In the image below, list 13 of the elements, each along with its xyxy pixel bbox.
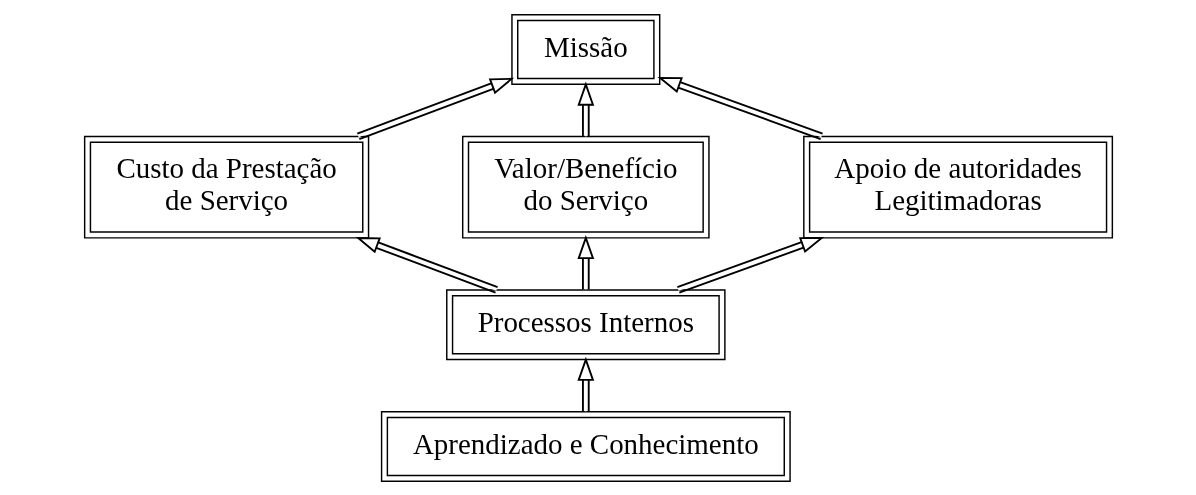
node-box: Missão <box>510 13 660 85</box>
arrow <box>355 77 514 140</box>
node-box: Custo da Prestação de Serviço <box>83 135 369 239</box>
node-box: Processos Internos <box>445 288 726 360</box>
arrow <box>355 236 498 293</box>
node-box: Aprendizado e Conhecimento <box>380 410 791 482</box>
arrow <box>656 76 823 140</box>
arrow <box>576 81 594 137</box>
node-box: Valor/Benefício do Serviço <box>461 135 710 239</box>
node-box: Apoio de autoridades Legitimadoras <box>802 135 1113 239</box>
arrow <box>576 234 594 290</box>
arrow <box>675 236 824 293</box>
arrow <box>576 356 594 412</box>
